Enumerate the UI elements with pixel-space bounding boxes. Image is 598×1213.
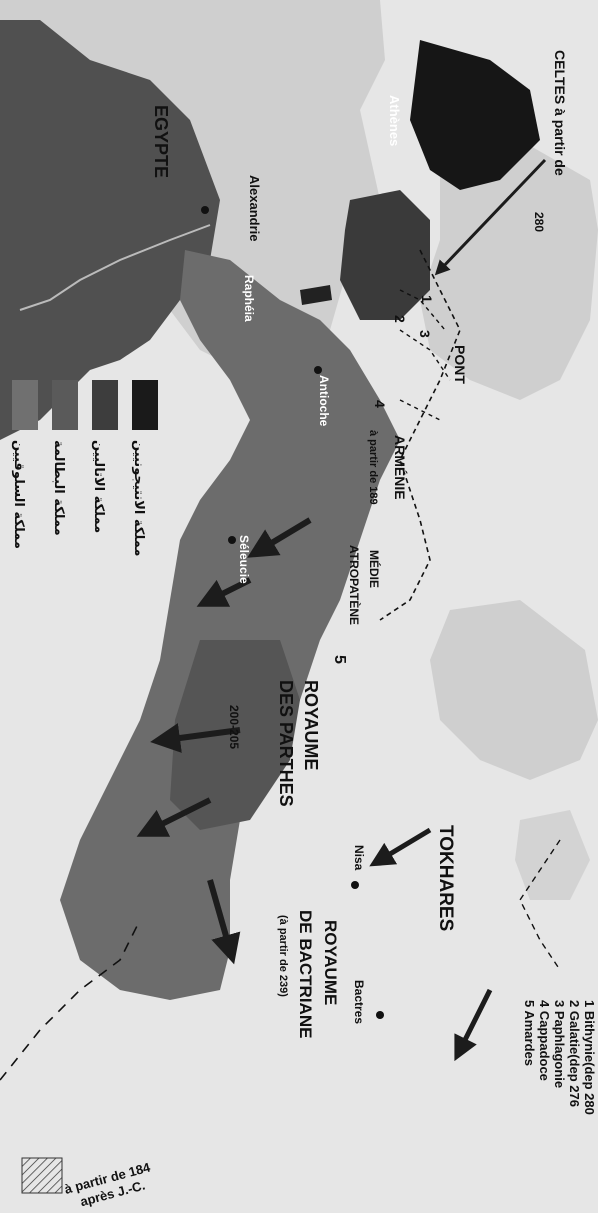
legend-swatch-attalid: [92, 380, 118, 430]
label-tokhares: TOKHARES: [435, 825, 456, 931]
number-1: 1: [419, 295, 435, 303]
label-royaume-parthes-2: DES PARTHES: [276, 680, 296, 807]
anatolian-borders-2: [399, 289, 451, 421]
label-royaume-bactriane-2: DE BACTRIANE: [296, 910, 315, 1038]
label-celtes: CELTES à partir de: [552, 50, 568, 176]
aral-sea: [515, 810, 590, 900]
legend-label-ptolemaic: مملكة البطالمة: [51, 440, 66, 536]
label-antioche: Antioche: [317, 375, 331, 427]
parthian-arrow-1: [247, 517, 312, 558]
cyprus-island: [300, 285, 332, 305]
number-3: 3: [417, 330, 433, 338]
number-5: 5: [331, 655, 348, 664]
key-line-4: 4 Cappadoce: [537, 1000, 552, 1081]
anatolian-borders: [379, 249, 461, 621]
label-pont: PONT: [452, 345, 468, 384]
label-bactriane-note: (à partir de 239): [277, 915, 289, 997]
bactria-border: [519, 839, 561, 971]
inset-hatch: [21, 1157, 63, 1194]
label-nisa: Nisa: [352, 845, 366, 871]
antigonid-kingdom: [410, 40, 540, 190]
black-sea: [420, 140, 598, 400]
label-media: MÉDIE: [367, 550, 382, 588]
egypt-region: [0, 20, 220, 440]
key-line-3: 3 Paphlagonie: [552, 1000, 567, 1088]
attalid-kingdom: [340, 190, 430, 320]
legend-swatch-ptolemaic: [52, 380, 78, 430]
key-line-5: 5 Amardes: [522, 1000, 537, 1066]
label-raphea: Raphéia: [242, 275, 256, 322]
label-armenie-note: à partir de 189: [367, 430, 379, 505]
legend-label-attalid: مملكة الاتاليين: [91, 440, 106, 533]
legend-swatch-antigonid: [132, 380, 158, 430]
legend-label-seleucid: مملكة السلوقيين: [11, 440, 26, 549]
parthian-kingdom: [170, 640, 300, 830]
city-dot-seleucie: [228, 536, 236, 544]
legend-swatch-seleucid: [12, 380, 38, 430]
city-dot-antioche: [314, 366, 322, 374]
label-celtes-year: 280: [532, 212, 546, 232]
number-2: 2: [392, 315, 408, 323]
tokhares-arrow-1: [369, 827, 432, 867]
parthian-arrow-3: [150, 723, 241, 753]
key-line-2: 2 Galatie(dep 276: [567, 1000, 582, 1107]
key-line-1: 1 Bithynie(dep 280: [582, 1000, 597, 1115]
label-dates-parthes: 200-205: [227, 705, 241, 749]
legend-label-antigonid: مملكة الانتيجونيين: [131, 440, 146, 556]
label-bactres: Bactres: [352, 980, 366, 1024]
celtes-arrow: [434, 158, 547, 276]
label-egypte: EGYPTE: [151, 105, 171, 178]
parthian-arrow-4: [136, 797, 212, 837]
caspian-sea: [430, 600, 598, 780]
label-royaume-parthes-1: ROYAUME: [301, 680, 321, 770]
parthian-arrow-5: [207, 879, 241, 965]
label-atropatene: ATROPATÈNE: [347, 545, 362, 625]
legend: مملكة الانتيجونيين مملكة الاتاليين مملكة…: [11, 380, 158, 556]
nile-river: [19, 224, 211, 311]
parthian-arrow-2: [196, 577, 252, 607]
city-dot-alexandrie: [201, 206, 209, 214]
label-royaume-bactriane-1: ROYAUME: [321, 920, 340, 1005]
city-dot-nisa: [351, 881, 359, 889]
label-armenie: ARMÉNIE: [392, 435, 408, 500]
city-dot-bactres: [376, 1011, 384, 1019]
number-4: 4: [372, 400, 388, 408]
eastern-border: [0, 919, 141, 1081]
label-athenes: Athènes: [387, 95, 402, 146]
label-alexandrie: Alexandrie: [247, 175, 262, 241]
tokhares-arrow-2: [454, 988, 493, 1062]
label-seleucie: Séleucie: [237, 535, 251, 584]
